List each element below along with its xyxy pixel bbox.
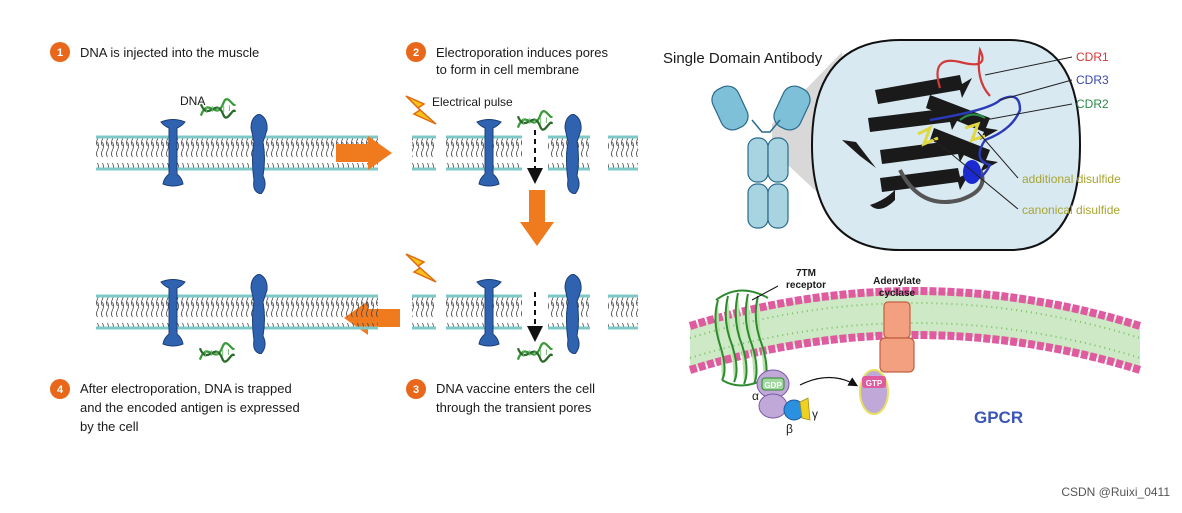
- receptor-pointer: [751, 285, 779, 301]
- step-3-number: 3: [413, 384, 419, 396]
- cdr2-pointer: [984, 103, 1073, 121]
- g-protein: GDP: [756, 369, 811, 421]
- cdr1-pointer: [984, 56, 1073, 76]
- step-1-text-line-1: DNA is injected into the muscle: [80, 45, 259, 60]
- cdr3-loop: [929, 95, 1022, 182]
- gtp-label: GTP: [866, 379, 883, 388]
- gpcr-title: GPCR: [974, 408, 1023, 427]
- gdp-label: GDP: [764, 381, 782, 390]
- step-2: 2 Electroporation induces pores to form …: [406, 42, 608, 77]
- membrane-pore: [436, 293, 446, 331]
- cdr1-label: CDR1: [1076, 50, 1109, 64]
- step-2-number: 2: [413, 47, 419, 59]
- step-4: 4 After electroporation, DNA is trapped …: [50, 379, 300, 434]
- canonical-disulfide-label: canonical disulfide: [1022, 203, 1120, 217]
- cdr3-helix: [963, 160, 981, 184]
- membrane-panel-2: Electrical pulse: [405, 95, 638, 194]
- cdr3-pointer: [999, 79, 1073, 101]
- watermark: CSDN @Ruixi_0411: [1061, 485, 1170, 499]
- membrane-protein: [564, 274, 582, 354]
- dna-helix-icon: [198, 342, 236, 363]
- cdr2-loop: [959, 113, 986, 121]
- additional-disulfide-label: additional disulfide: [1022, 172, 1121, 186]
- membrane-pore: [590, 293, 608, 331]
- step-3-circle: [406, 379, 426, 399]
- step-4-text-line-1: After electroporation, DNA is trapped: [80, 381, 292, 396]
- membrane-protein: [250, 274, 268, 354]
- dna-label: DNA: [180, 94, 205, 108]
- receptor-label-line-1: 7TM: [796, 268, 816, 279]
- receptor-label-line-2: receptor: [786, 280, 826, 291]
- membrane-panel-4: [96, 274, 378, 363]
- beta-label: β: [786, 422, 793, 436]
- membrane-pore: [436, 134, 446, 172]
- cyclase-label-line-1: Adenylate: [873, 276, 921, 287]
- antibody-panel: Single Domain Antibody: [663, 39, 1121, 251]
- step-1: 1 DNA is injected into the muscle: [50, 42, 259, 62]
- step-2-text-line-2: to form in cell membrane: [436, 62, 579, 77]
- antibody-icon: [711, 85, 811, 229]
- electrical-pulse-label: Electrical pulse: [432, 95, 513, 109]
- step-2-text-line-1: Electroporation induces pores: [436, 45, 608, 60]
- membrane-panel-1: DNA: [96, 94, 378, 194]
- additional-disulfide-bond: [964, 121, 986, 143]
- step-1-number: 1: [57, 47, 63, 59]
- cdr1-loop: [936, 46, 991, 97]
- gpcr-membrane-top-heads: [688, 287, 1142, 330]
- arrow-down-icon: [520, 190, 554, 246]
- adenylate-cyclase: [879, 301, 915, 373]
- activation-arrow: [799, 376, 859, 387]
- step-4-text-line-3: by the cell: [80, 419, 139, 434]
- membrane-protein: [564, 114, 582, 194]
- membrane-panel-3: [405, 253, 638, 363]
- canonical-disulfide-bond: [917, 124, 939, 147]
- membrane-pore: [590, 134, 608, 172]
- gtp-alpha-subunit: GTP: [859, 369, 889, 415]
- step-3-text-line-2: through the transient pores: [436, 400, 592, 415]
- membrane-protein: [250, 114, 268, 194]
- cdr3-label: CDR3: [1076, 73, 1109, 87]
- step-4-text-line-2: and the encoded antigen is expressed: [80, 400, 300, 415]
- cdr2-label: CDR2: [1076, 97, 1109, 111]
- dna-helix-icon: [516, 110, 554, 131]
- membrane-1-lipids: [96, 137, 378, 169]
- alpha-label: α: [752, 389, 759, 403]
- step-3: 3 DNA vaccine enters the cell through th…: [406, 379, 595, 415]
- arrow-right-icon: [336, 136, 392, 170]
- step-1-circle: [50, 42, 70, 62]
- step-3-text-line-1: DNA vaccine enters the cell: [436, 381, 595, 396]
- lightning-bolt-icon: [405, 253, 437, 283]
- gpcr-membrane-bottom-heads: [688, 331, 1142, 374]
- canonical-disulfide-pointer: [931, 137, 1019, 210]
- additional-disulfide-pointer: [977, 131, 1019, 179]
- gpcr-panel: 7TM receptor Adenylate cyclase GDP α β γ…: [688, 268, 1142, 436]
- dna-helix-icon: [516, 342, 554, 363]
- 7tm-receptor: [714, 289, 769, 387]
- membrane-4-lipids: [96, 296, 378, 328]
- antibody-title: Single Domain Antibody: [663, 50, 823, 67]
- step-4-number: 4: [57, 384, 64, 396]
- step-4-circle: [50, 379, 70, 399]
- dna-helix-icon: [199, 98, 237, 119]
- cyclase-label-line-2: cyclase: [879, 288, 916, 299]
- gamma-label: γ: [812, 407, 818, 421]
- step-2-circle: [406, 42, 426, 62]
